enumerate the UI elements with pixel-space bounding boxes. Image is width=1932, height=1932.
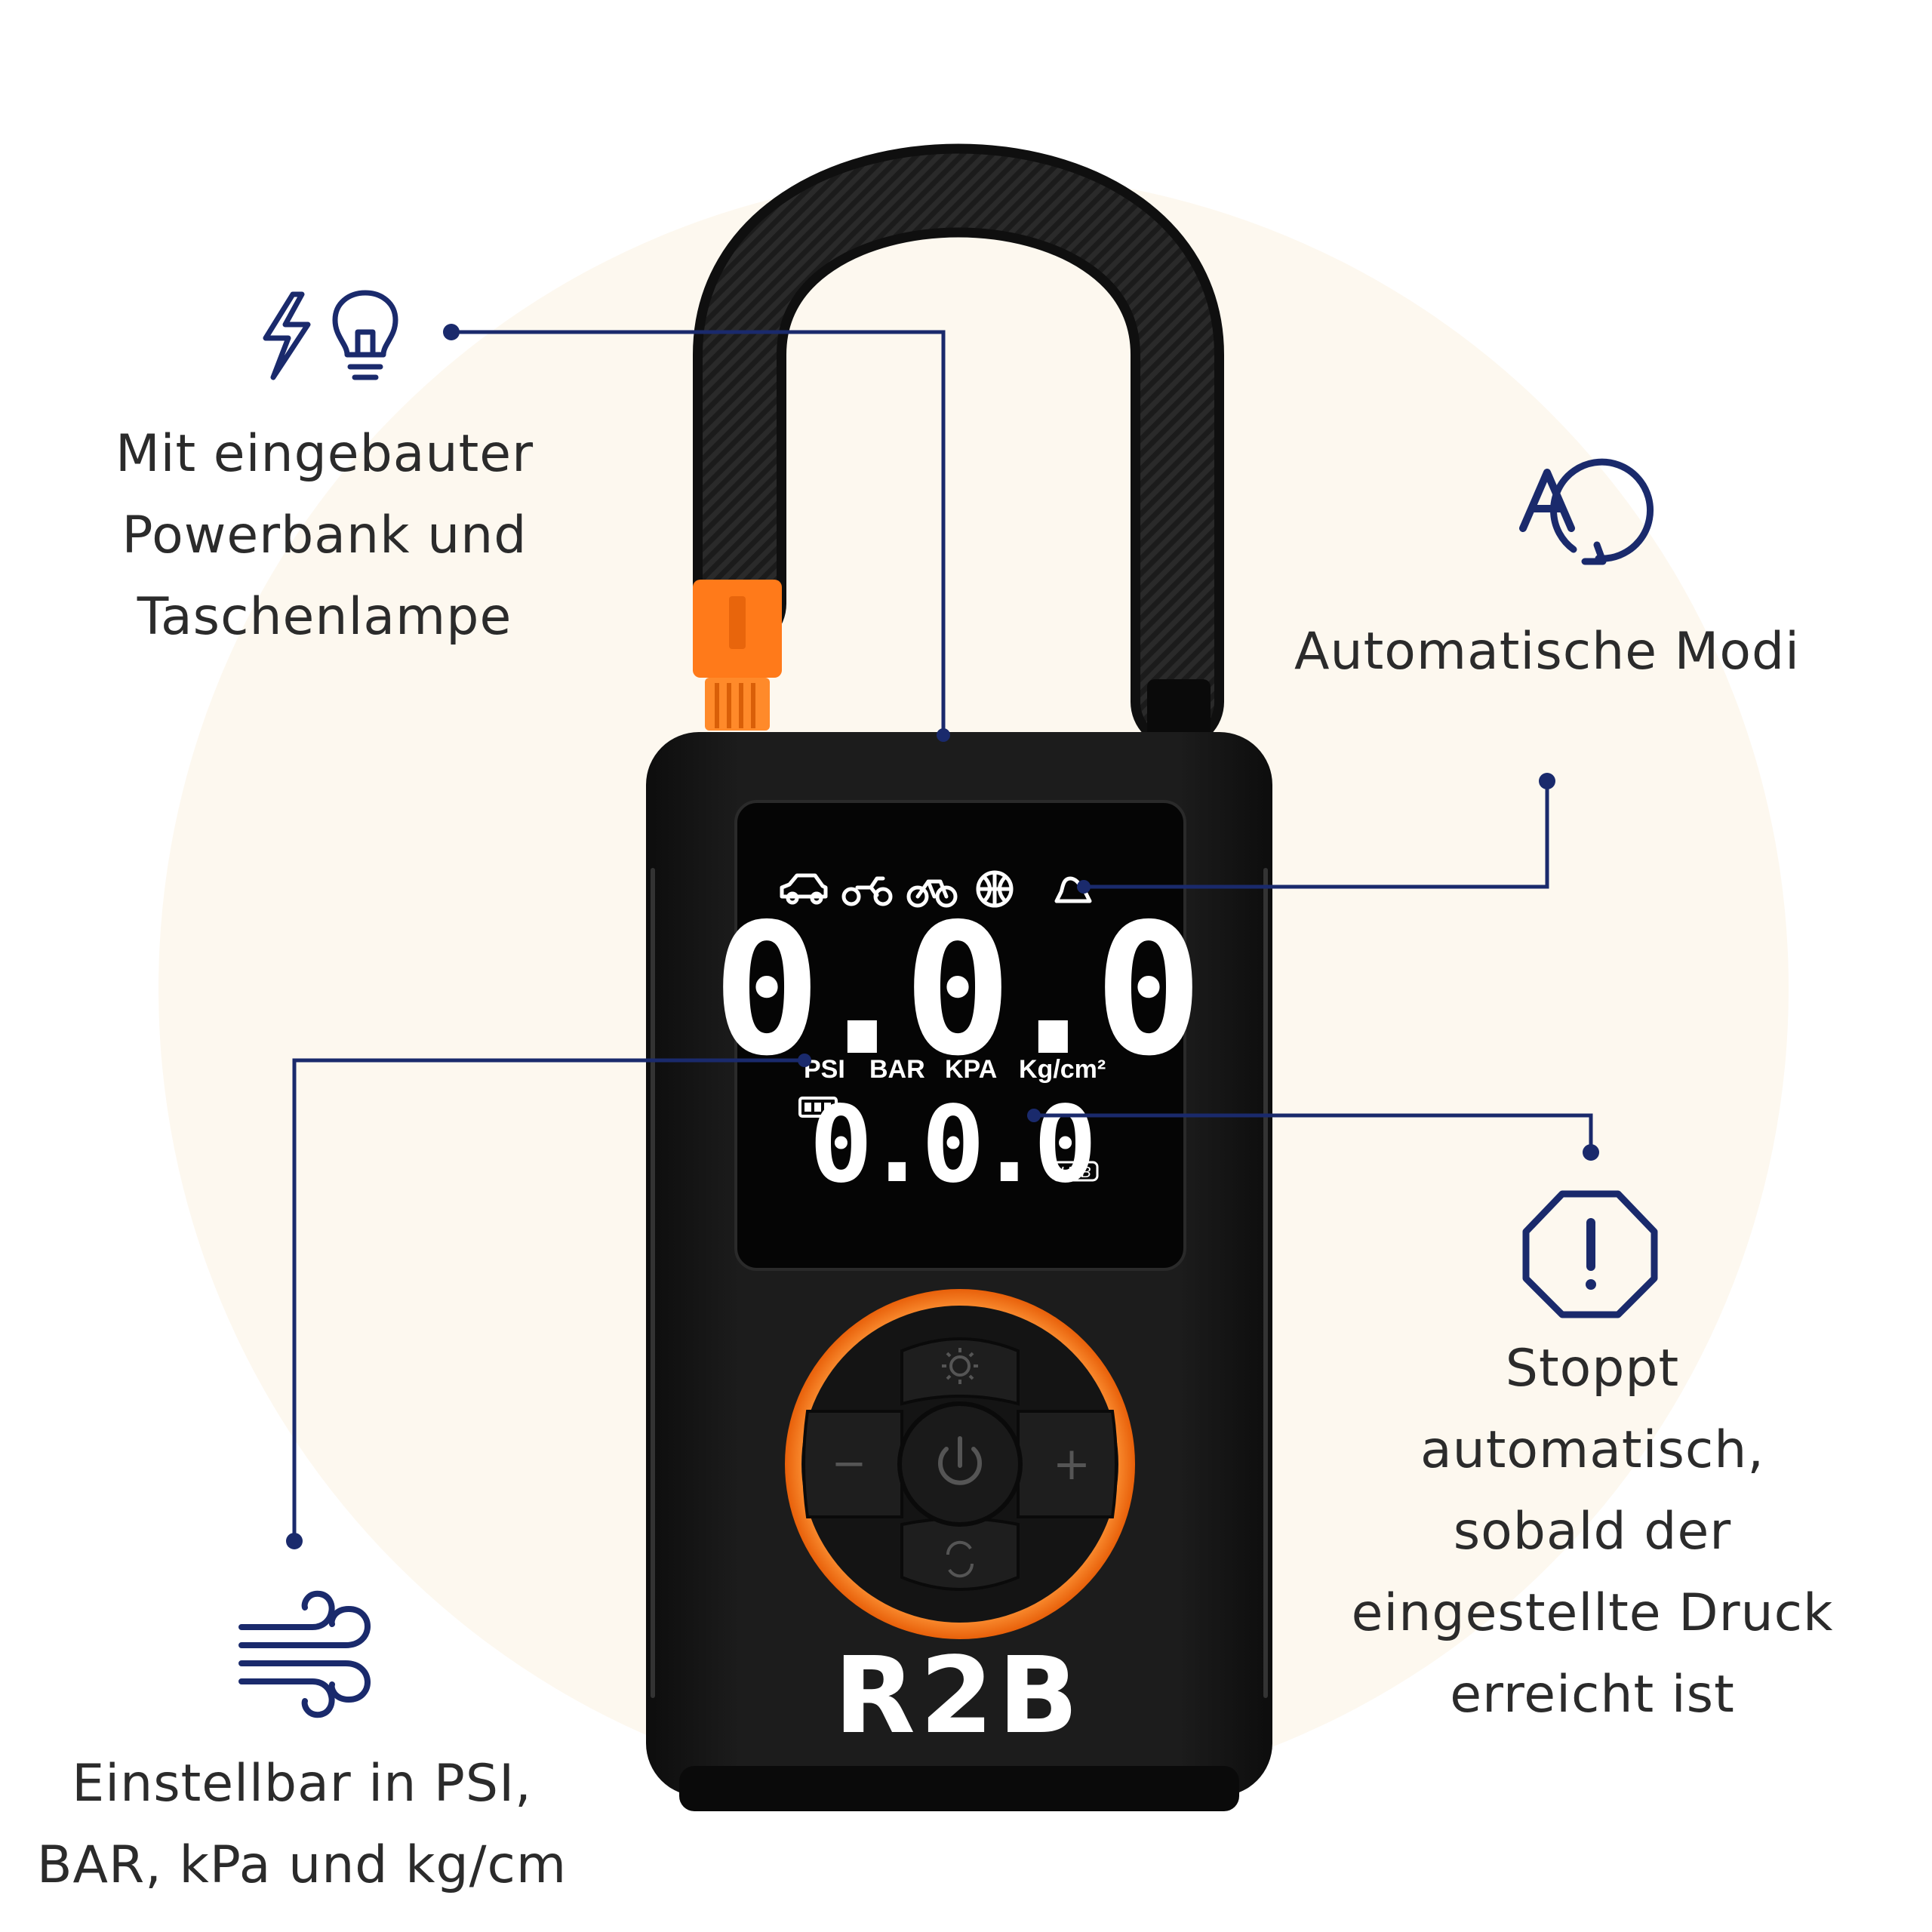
lcd-screen [734, 800, 1186, 1271]
feature-auto-stop-text: Stoppt automatisch, sobald der eingestel… [1283, 1328, 1902, 1736]
callout-dot [1077, 880, 1091, 894]
callout-dot [1027, 1109, 1041, 1122]
feature-line: Mit eingebauter [115, 424, 534, 484]
valve-connector [693, 580, 782, 731]
sun-icon [942, 1348, 978, 1384]
feature-line: eingestellte Druck [1351, 1583, 1834, 1643]
feature-powerbank-text: Mit eingebauter Powerbank und Taschenlam… [45, 414, 604, 658]
callout-dot [798, 1054, 811, 1067]
callout-dot [443, 324, 460, 340]
light-button[interactable] [900, 1337, 1020, 1406]
callout-powerbank-line [451, 330, 946, 740]
feature-line: BAR, kPa und kg/cm [36, 1835, 568, 1895]
air-hose-braid [703, 153, 1214, 739]
feature-line: Einstellbar in PSI, [72, 1754, 532, 1814]
feature-line: Taschenlampe [137, 587, 512, 647]
sub-pressure-value: 0.0.0 [809, 1084, 1091, 1207]
callout-dot [286, 1533, 303, 1549]
unit-kgcm2: Kg/cm² [1019, 1055, 1106, 1084]
lightbulb-icon [332, 290, 398, 380]
wind-icon [238, 1590, 371, 1718]
callout-dot [1583, 1144, 1599, 1161]
control-pad: − + [785, 1289, 1135, 1639]
feature-units-text: Einstellbar in PSI, BAR, kPa und kg/cm [0, 1743, 604, 1906]
feature-line: Stoppt [1505, 1339, 1680, 1398]
usb-badge: USB [1052, 1161, 1099, 1182]
motorcycle-icon [841, 876, 893, 906]
bicycle-icon [906, 879, 958, 908]
warning-octagon-icon [1522, 1190, 1658, 1318]
power-button[interactable] [897, 1401, 1023, 1527]
power-icon [938, 1436, 982, 1485]
callout-modes-line [1087, 777, 1549, 889]
battery-icon [798, 1097, 841, 1118]
unit-bar: BAR [869, 1055, 925, 1084]
feature-line: Automatische Modi [1294, 622, 1801, 681]
lightning-icon [263, 291, 311, 380]
usb-label: USB [1060, 1164, 1091, 1181]
feature-modes-text: Automatische Modi [1238, 611, 1857, 693]
callout-units-line [292, 1058, 800, 1540]
callout-dots [286, 324, 1599, 1549]
mode-icons-row [780, 870, 1092, 908]
feature-line: automatisch, [1420, 1420, 1765, 1480]
minus-label: − [832, 1439, 867, 1488]
minus-button[interactable]: − [802, 1410, 903, 1518]
auto-mode-icon [1519, 458, 1654, 565]
hose-sleeve [1147, 679, 1211, 740]
car-icon [780, 873, 828, 905]
callout-lines [292, 330, 1593, 1540]
feature-line: sobald der [1453, 1502, 1732, 1561]
callout-dot [1539, 773, 1555, 789]
cycle-icon [946, 1540, 974, 1578]
callout-dot [937, 728, 950, 742]
plus-button[interactable]: + [1017, 1410, 1118, 1518]
plus-label: + [1053, 1438, 1091, 1491]
tire-inflator-device: 0.0.0 PSI BAR KPA Kg/cm² 0.0.0 USB [646, 143, 1272, 1811]
side-vents [651, 868, 1268, 1698]
feature-line: erreicht ist [1450, 1665, 1735, 1724]
units-row: PSI BAR KPA Kg/cm² [804, 1055, 1106, 1084]
ball-icon [976, 870, 1014, 908]
unit-kpa: KPA [945, 1055, 997, 1084]
mode-button[interactable] [900, 1517, 1020, 1591]
callout-stop-line [1038, 1113, 1593, 1151]
feature-line: Powerbank und [122, 506, 528, 565]
brand-logo: R2B [834, 1635, 1083, 1758]
device-base [679, 1766, 1239, 1811]
